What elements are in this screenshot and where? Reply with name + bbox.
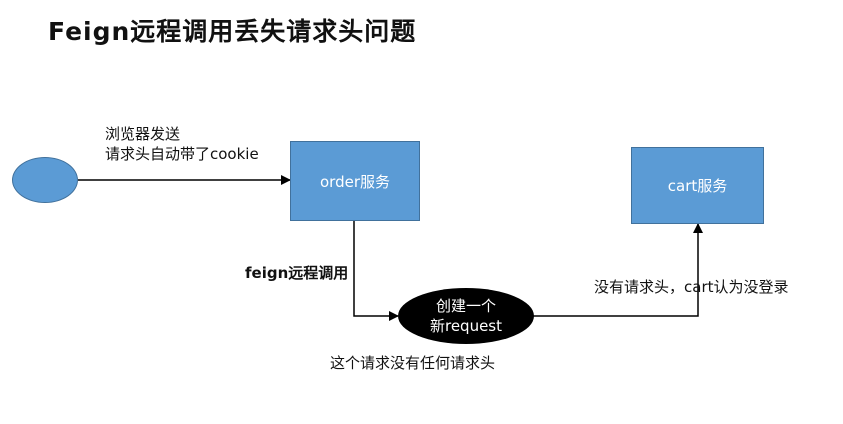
cart-service-label: cart服务 [667, 177, 728, 195]
order-service-box: order服务 [290, 141, 420, 221]
new-request-label-line1: 创建一个 [435, 297, 496, 315]
arrow-order-to-new-request [353, 220, 399, 321]
arrow-new-request-to-cart [533, 223, 703, 317]
browser-send-label: 浏览器发送 请求头自动带了cookie [105, 124, 259, 164]
page-title: Feign远程调用丢失请求头问题 [48, 17, 417, 46]
new-request-node: 创建一个 新request [398, 288, 534, 344]
order-service-label: order服务 [320, 172, 390, 191]
browser-send-line1: 浏览器发送 [105, 125, 181, 143]
no-header-label: 没有请求头，cart认为没登录 [594, 278, 789, 296]
new-request-label-line2: 新request [429, 317, 503, 335]
cart-service-box: cart服务 [631, 147, 764, 224]
browser-send-line2: 请求头自动带了cookie [105, 145, 259, 163]
feign-call-label: feign远程调用 [245, 264, 349, 282]
browser-node [12, 157, 78, 203]
no-any-header-label: 这个请求没有任何请求头 [330, 354, 496, 372]
